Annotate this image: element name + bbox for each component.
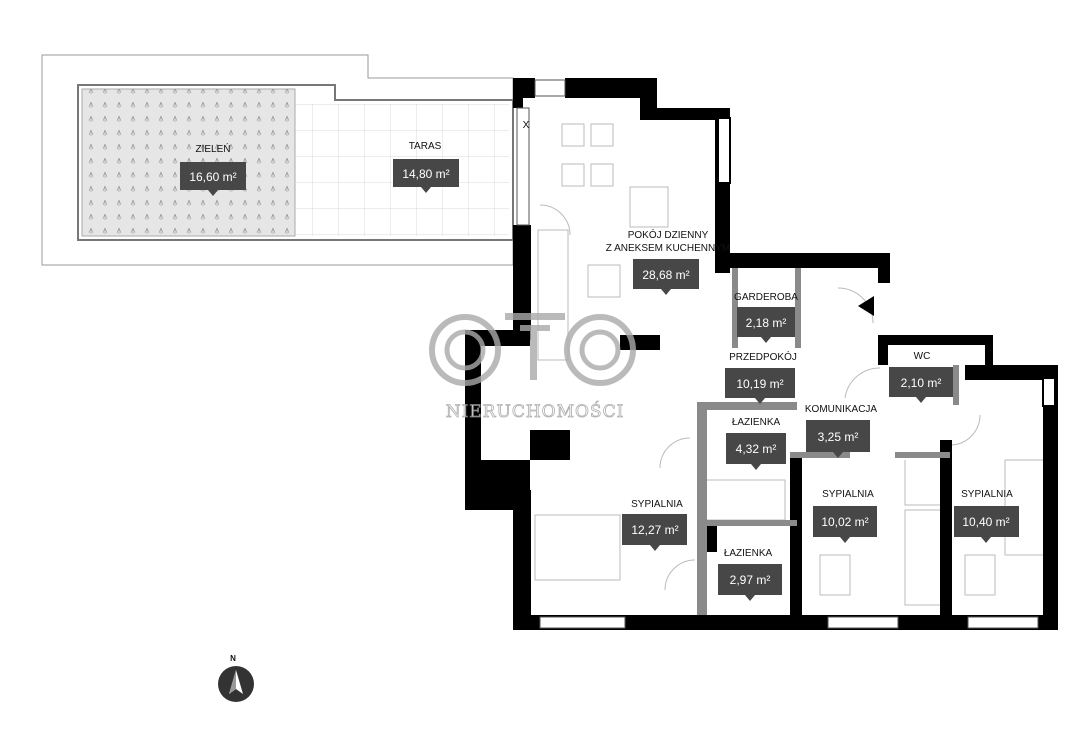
svg-text:2,97 m²: 2,97 m² <box>730 573 771 587</box>
svg-text:Z ANEKSEM KUCHENNYM: Z ANEKSEM KUCHENNYM <box>606 243 730 254</box>
svg-text:ZIELEŃ: ZIELEŃ <box>195 142 230 155</box>
svg-text:10,40 m²: 10,40 m² <box>962 515 1009 529</box>
svg-text:N: N <box>230 654 236 663</box>
svg-text:12,27 m²: 12,27 m² <box>631 523 678 537</box>
window-marker: X <box>523 120 530 131</box>
north-compass-icon: N <box>218 654 254 702</box>
svg-text:14,80 m²: 14,80 m² <box>402 167 449 181</box>
room-living-room: POKÓJ DZIENNY Z ANEKSEM KUCHENNYM 28,68 … <box>606 228 730 295</box>
svg-text:3,25 m²: 3,25 m² <box>818 430 859 444</box>
entrance-arrow-icon <box>858 296 874 316</box>
svg-text:SYPIALNIA: SYPIALNIA <box>822 489 874 500</box>
svg-text:WC: WC <box>914 351 931 362</box>
svg-text:PRZEDPOKÓJ: PRZEDPOKÓJ <box>729 350 797 363</box>
room-przedpokoj: PRZEDPOKÓJ 10,19 m² <box>725 350 797 404</box>
walls <box>465 78 1058 630</box>
room-sypialnia-3: SYPIALNIA 10,40 m² <box>954 489 1019 543</box>
svg-text:ŁAZIENKA: ŁAZIENKA <box>732 417 781 428</box>
svg-text:16,60 m²: 16,60 m² <box>189 170 236 184</box>
svg-text:4,32 m²: 4,32 m² <box>736 442 777 456</box>
room-komunikacja: KOMUNIKACJA 3,25 m² <box>805 404 878 458</box>
svg-text:POKÓJ DZIENNY: POKÓJ DZIENNY <box>628 228 709 241</box>
room-garderoba: GARDEROBA 2,18 m² <box>734 292 798 343</box>
svg-text:SYPIALNIA: SYPIALNIA <box>961 489 1013 500</box>
room-taras: TARAS 14,80 m² <box>393 141 459 193</box>
watermark-text: NIERUCHOMOŚCI <box>446 401 625 422</box>
svg-text:10,19 m²: 10,19 m² <box>736 377 783 391</box>
windows <box>516 79 1039 629</box>
svg-text:28,68 m²: 28,68 m² <box>642 268 689 282</box>
svg-text:ŁAZIENKA: ŁAZIENKA <box>724 548 773 559</box>
room-lazienka-1: ŁAZIENKA 4,32 m² <box>726 417 786 470</box>
svg-text:SYPIALNIA: SYPIALNIA <box>631 499 683 510</box>
room-sypialnia-1: SYPIALNIA 12,27 m² <box>622 499 687 551</box>
room-wc: WC 2,10 m² <box>889 351 953 403</box>
svg-text:KOMUNIKACJA: KOMUNIKACJA <box>805 404 878 415</box>
svg-text:GARDEROBA: GARDEROBA <box>734 292 798 303</box>
svg-text:10,02 m²: 10,02 m² <box>821 515 868 529</box>
watermark-logo: NIERUCHOMOŚCI <box>429 313 636 422</box>
svg-text:TARAS: TARAS <box>409 141 442 152</box>
svg-text:2,18 m²: 2,18 m² <box>746 316 787 330</box>
room-lazienka-2: ŁAZIENKA 2,97 m² <box>718 548 782 601</box>
svg-text:2,10 m²: 2,10 m² <box>901 376 942 390</box>
room-zielen: ZIELEŃ 16,60 m² <box>180 142 246 196</box>
room-sypialnia-2: SYPIALNIA 10,02 m² <box>813 489 877 543</box>
